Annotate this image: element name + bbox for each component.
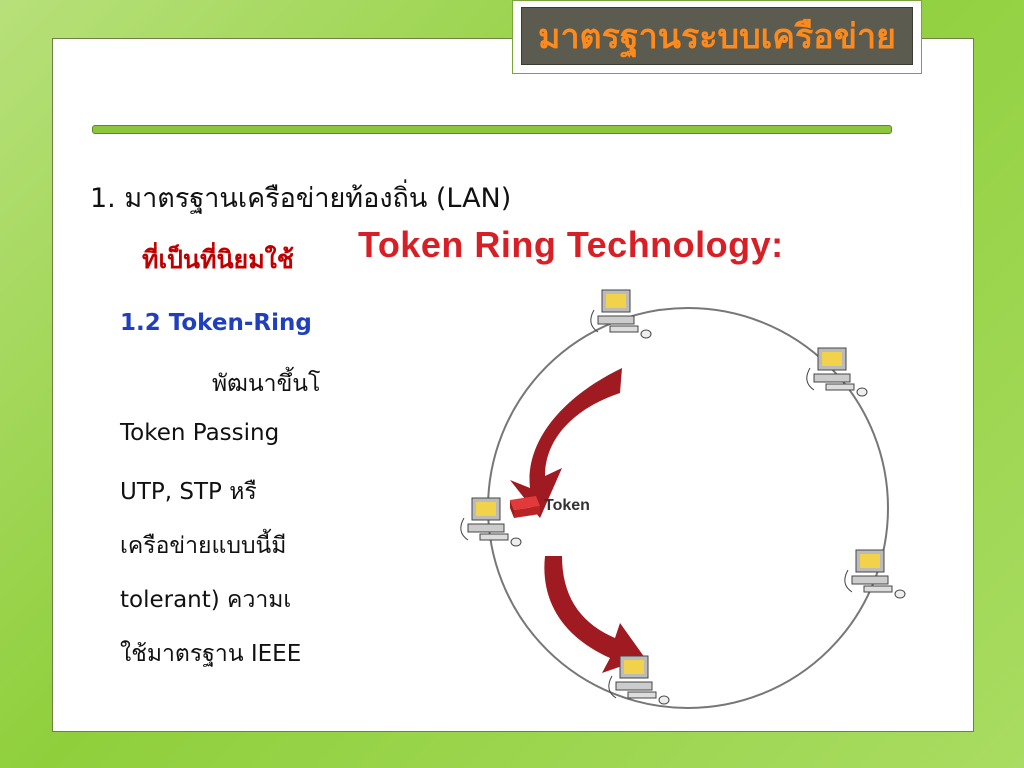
figure-title: Token Ring Technology:	[358, 224, 784, 265]
sub-heading: ที่เป็นที่นิยมใช้	[142, 245, 294, 274]
body-line: ใช้มาตรฐาน IEEE	[120, 641, 302, 667]
section-title: 1.2 Token-Ring	[120, 310, 312, 336]
body-line: เครือข่ายแบบนี้มี	[120, 533, 287, 559]
curved-arrow-icon	[510, 368, 622, 518]
title-frame: มาตรฐานระบบเครือข่าย	[512, 0, 922, 74]
body-line: UTP, STP หรื	[120, 479, 257, 505]
curved-arrow-icon	[544, 556, 645, 673]
computer-icon	[608, 655, 670, 705]
computer-icon	[806, 347, 868, 397]
divider-bar	[92, 125, 892, 134]
main-heading: 1. มาตรฐานเครือข่ายท้องถิ่น (LAN)	[90, 183, 512, 214]
computer-icon	[460, 497, 522, 547]
body-line: Token Passing	[120, 420, 280, 446]
body-line: พัฒนาขึ้นโ	[212, 371, 321, 397]
slide-title: มาตรฐานระบบเครือข่าย	[521, 7, 913, 65]
token-label: Token	[544, 497, 590, 514]
computer-icon	[590, 289, 652, 339]
computer-icon	[844, 549, 906, 599]
body-line: tolerant) ความเ	[120, 587, 292, 613]
token-ring-figure: Token Ring Technology: Token	[340, 218, 930, 718]
token-icon	[510, 496, 540, 518]
ring-diagram: Token	[460, 289, 906, 709]
